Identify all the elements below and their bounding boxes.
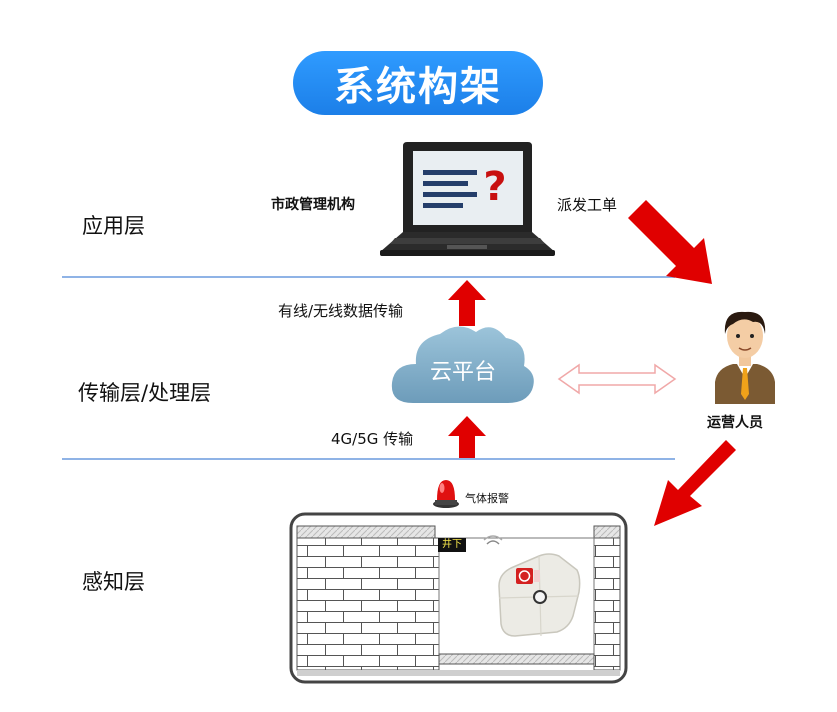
perception-layer-label: 感知层 [82, 570, 145, 594]
page-title: 系统构架 [293, 51, 543, 115]
gas-alarm-label: 气体报警 [465, 492, 509, 505]
alarm-light-icon [433, 480, 459, 508]
org-label: 市政管理机构 [271, 197, 355, 213]
operator-arrow [654, 440, 736, 526]
dispatch-label: 派发工单 [557, 196, 618, 214]
wired-label: 有线/无线数据传输 [278, 302, 404, 320]
person-icon [715, 311, 775, 404]
cloud-icon [391, 326, 534, 403]
transport-layer-label: 传输层/处理层 [78, 381, 212, 405]
layer-divider-bottom [62, 458, 675, 460]
upload-arrow-bottom [448, 416, 486, 458]
manhole-scene [289, 512, 628, 684]
dispatch-arrow [628, 200, 712, 284]
question-icon: ? [483, 164, 506, 210]
cloud-label: 云平台 [429, 360, 496, 385]
laptop-icon: ? [380, 142, 555, 256]
network-label: 4G/5G 传输 [331, 430, 414, 448]
upload-arrow-top [448, 280, 486, 326]
sensor-device-icon [498, 553, 581, 637]
well-tag: 井下 [438, 538, 466, 552]
svg-text:?: ? [483, 164, 506, 210]
double-arrow-icon [557, 363, 677, 395]
operator-label: 运营人员 [707, 415, 763, 431]
layer-divider-top [62, 276, 675, 278]
wifi-icon [483, 535, 503, 545]
application-layer-label: 应用层 [82, 214, 145, 238]
